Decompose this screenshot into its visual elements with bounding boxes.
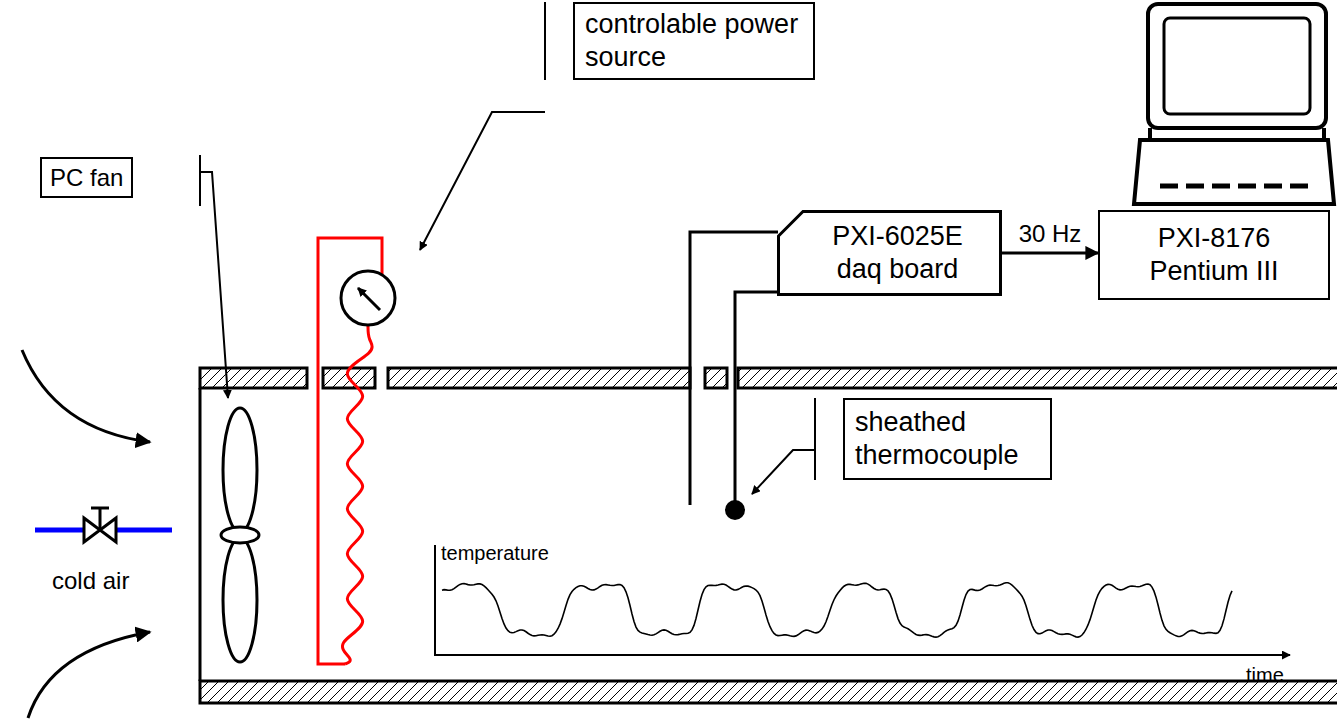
cold-air-pipe — [114, 528, 172, 533]
daq-board-outline — [779, 212, 1001, 295]
fan-symbol — [221, 527, 259, 543]
duct-wall — [200, 368, 307, 388]
computer-icon — [1134, 4, 1334, 204]
leader-line — [199, 155, 201, 206]
power-gauge — [341, 271, 395, 325]
thermocouple-wire — [735, 292, 778, 505]
computer-icon — [1160, 184, 1310, 189]
heater-coil — [342, 325, 372, 664]
leader-line — [420, 112, 545, 250]
airflow-arrow — [22, 350, 150, 442]
text-label: cold air — [52, 568, 129, 594]
node-text: PXI-8176 Pentium III — [1129, 222, 1299, 288]
leader-line — [814, 398, 816, 480]
chart-axis — [435, 654, 1290, 656]
label-box: PXI-8176 Pentium III — [1098, 210, 1330, 300]
duct-inlet-edge — [199, 388, 202, 681]
thermocouple-wire — [690, 232, 778, 505]
node-text: sheathed thermocouple — [855, 406, 1040, 472]
node-text: PXI-6025E daq board — [818, 220, 978, 286]
edge-label: 30 Hz — [1017, 221, 1084, 247]
duct-wall — [388, 368, 690, 388]
thermocouple-tip — [725, 500, 745, 520]
label-box: PC fan — [40, 157, 133, 198]
node-text: PC fan — [50, 163, 123, 192]
label-box: controlable power source — [573, 2, 815, 80]
leader-line — [752, 450, 815, 494]
daq-board-box: PXI-6025E daq board — [777, 210, 1002, 296]
data-link-arrow — [1002, 251, 1098, 254]
label-box: sheathed thermocouple — [843, 398, 1052, 480]
duct-wall — [738, 368, 1337, 388]
computer-icon — [1164, 18, 1310, 114]
computer-icon — [1148, 128, 1152, 140]
leader-line — [200, 172, 228, 398]
valve-symbol — [91, 507, 109, 510]
fan-symbol — [223, 538, 257, 662]
power-gauge — [341, 271, 395, 325]
chart-axis — [435, 545, 1290, 656]
cold-air-pipe — [35, 528, 86, 533]
airflow-arrow — [22, 350, 150, 718]
leader-line — [544, 2, 546, 80]
thermocouple-wire — [690, 232, 778, 505]
text-label: time — [1246, 664, 1284, 686]
power-gauge — [358, 288, 380, 310]
valve-symbol — [84, 508, 116, 542]
duct-wall — [200, 681, 1337, 703]
fan-symbol — [221, 408, 259, 662]
text-label: temperature — [441, 542, 549, 564]
airflow-arrow — [28, 632, 150, 718]
computer-icon — [1148, 4, 1326, 128]
leader-line — [200, 2, 815, 494]
temperature-trace — [442, 583, 1232, 637]
computer-icon — [1134, 140, 1334, 204]
valve-symbol — [99, 508, 102, 530]
duct-wall — [705, 368, 727, 388]
node-text: controlable power source — [585, 8, 800, 74]
duct-wall — [200, 368, 1337, 703]
computer-icon — [1322, 128, 1326, 140]
fan-symbol — [223, 408, 257, 532]
chart-axis — [434, 545, 436, 656]
